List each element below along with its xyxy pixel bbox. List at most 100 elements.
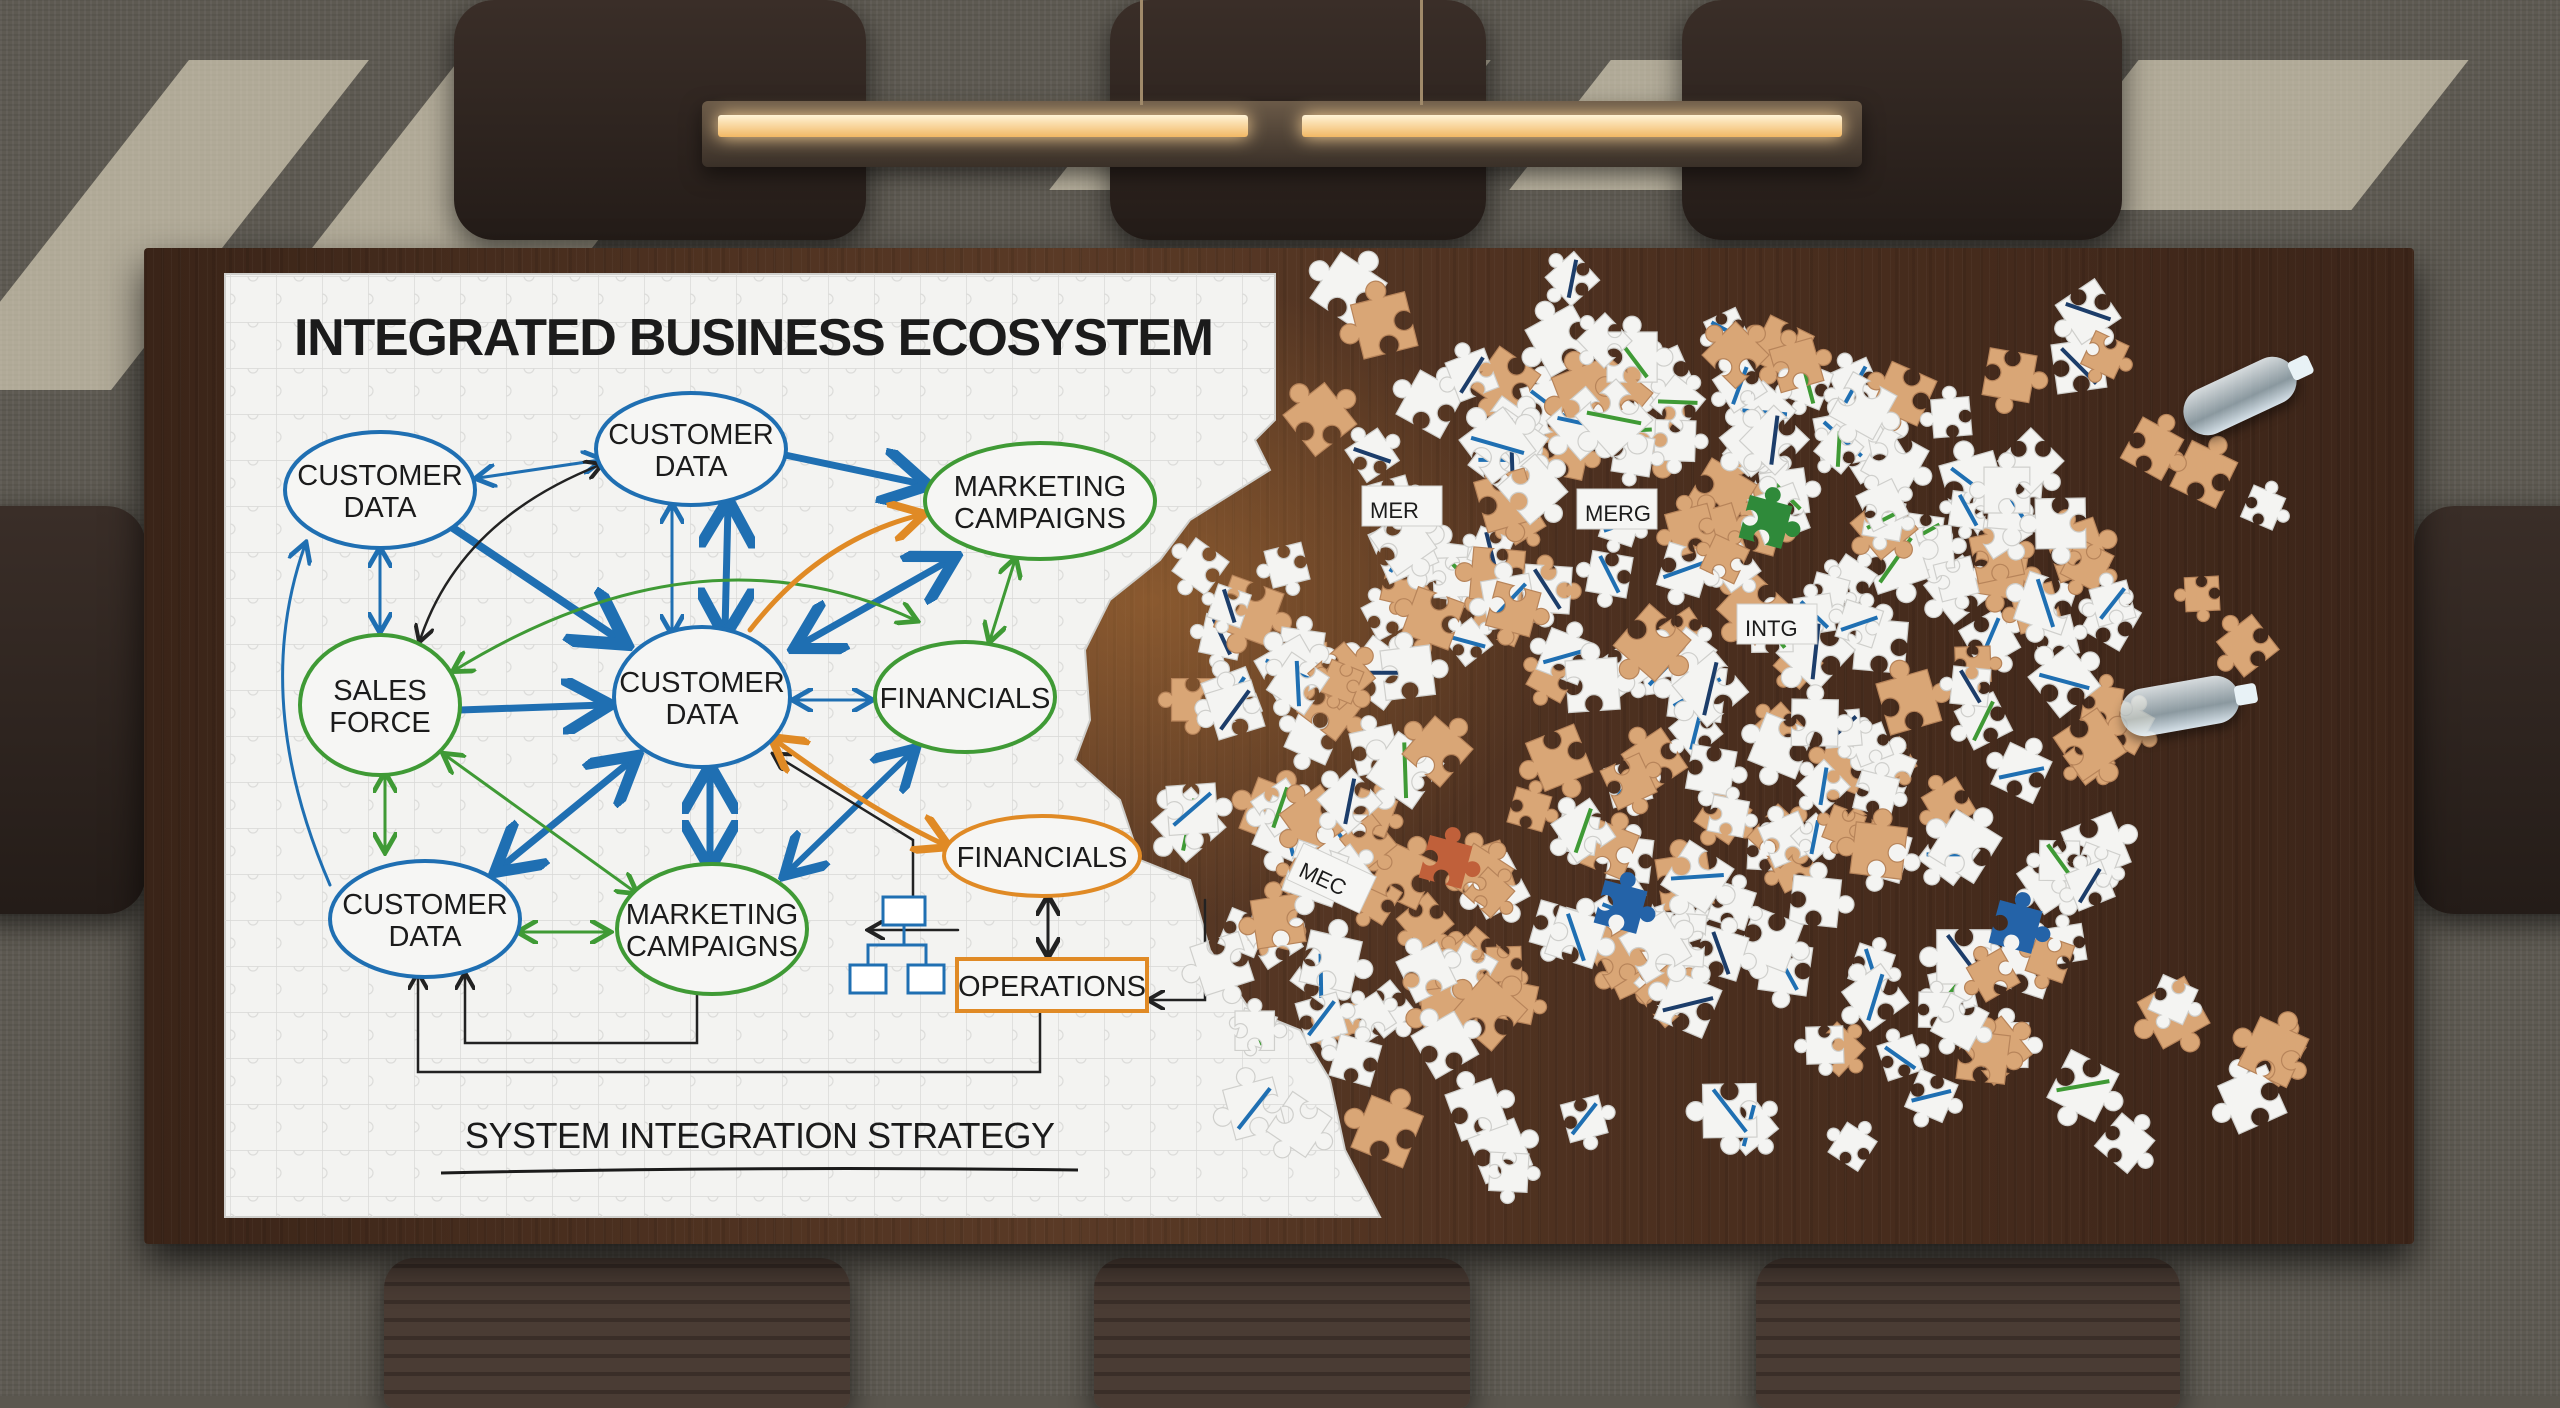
puzzle-piece	[1903, 1068, 1963, 1128]
puzzle-piece	[1706, 786, 1758, 839]
puzzle-piece	[1794, 1025, 1845, 1076]
puzzle-piece	[1599, 752, 1662, 815]
puzzle-piece	[1294, 991, 1356, 1053]
connector-arrow	[990, 560, 1015, 640]
puzzle-piece	[1939, 665, 1992, 718]
puzzle-piece	[2147, 973, 2203, 1029]
puzzle-piece	[1685, 1082, 1758, 1155]
node-ellipse	[594, 391, 788, 507]
puzzle-piece-labelled: MERG	[1576, 488, 1658, 530]
puzzle-piece-coloured	[1593, 872, 1656, 934]
puzzle-piece	[1395, 937, 1462, 1004]
puzzle-piece	[1828, 592, 1885, 649]
node-label: FINANCIALS	[880, 683, 1051, 715]
puzzle-piece	[1788, 861, 1855, 929]
puzzle-piece	[1265, 651, 1331, 717]
node-ellipse	[873, 640, 1057, 754]
lamp-wire	[1140, 0, 1143, 105]
puzzle-piece	[1684, 743, 1748, 807]
puzzle-piece	[1298, 918, 1374, 994]
puzzle-piece	[1196, 671, 1266, 741]
puzzle-piece	[1410, 1008, 1482, 1080]
puzzle-piece	[1314, 658, 1365, 709]
node-ellipse	[612, 625, 792, 769]
board-title: INTEGRATED BUSINESS ECOSYSTEM	[294, 309, 1214, 367]
piece-label: MERG	[1585, 501, 1651, 526]
puzzle-piece	[1344, 427, 1401, 484]
connector-arrow	[445, 755, 635, 892]
puzzle-piece	[1316, 767, 1384, 835]
puzzle-piece	[1738, 404, 1811, 476]
node-label: MARKETING	[954, 471, 1126, 503]
puzzle-piece	[2005, 570, 2079, 643]
node-label: CAMPAIGNS	[954, 503, 1126, 535]
node-label: SALES	[333, 675, 427, 707]
puzzle-piece	[1919, 385, 1973, 439]
connector-arrow	[781, 455, 922, 484]
chair-left	[0, 506, 146, 914]
chair-bottom-center	[1094, 1258, 1470, 1408]
puzzle-piece	[1543, 897, 1616, 970]
puzzle-piece	[1875, 659, 1952, 736]
puzzle-piece	[1518, 723, 1594, 798]
puzzle-piece	[1826, 1120, 1878, 1173]
puzzle-piece	[1768, 329, 1833, 394]
node-label: DATA	[665, 699, 739, 731]
node-label: CUSTOMER	[342, 889, 507, 921]
puzzle-piece	[1321, 1026, 1383, 1088]
node-label: DATA	[654, 451, 728, 483]
puzzle-piece	[2239, 480, 2290, 531]
lamp-wire	[1420, 0, 1423, 105]
diagram-connectors	[281, 455, 1207, 1074]
puzzle-piece	[1564, 642, 1636, 714]
puzzle-piece	[2119, 413, 2187, 482]
puzzle-piece	[2059, 855, 2116, 912]
puzzle-piece	[1981, 347, 2049, 414]
puzzle-piece	[1963, 945, 2021, 1003]
puzzle-piece-labelled: INTG	[1736, 603, 1818, 645]
puzzle-piece	[2093, 1112, 2156, 1175]
puzzle-piece	[1647, 964, 1723, 1040]
puzzle-piece	[1855, 474, 1913, 533]
puzzle-piece	[1696, 530, 1751, 585]
connector-arrow	[1150, 898, 1207, 1000]
puzzle-piece	[1836, 808, 1909, 880]
piece-label: INTG	[1745, 616, 1798, 641]
node-fin-o: FINANCIALS	[942, 814, 1142, 898]
puzzle-piece	[1840, 962, 1910, 1032]
puzzle-piece	[1790, 684, 1854, 747]
puzzle-piece	[1506, 780, 1559, 833]
puzzle-piece	[2215, 613, 2280, 678]
puzzle-piece	[2046, 1048, 2124, 1127]
puzzle-piece	[1969, 452, 2031, 514]
puzzle-piece	[2232, 1011, 2310, 1089]
ceiling-lamp	[702, 101, 1862, 167]
puzzle-piece	[1559, 1094, 1616, 1151]
puzzle-piece	[1339, 280, 1419, 360]
node-ellipse	[923, 441, 1157, 561]
puzzle-piece-coloured	[1988, 892, 2051, 954]
puzzle-piece	[1655, 541, 1720, 606]
puzzle-piece	[1265, 1090, 1334, 1159]
puzzle-piece	[1165, 782, 1233, 850]
puzzle-piece	[1343, 1088, 1425, 1169]
node-label: DATA	[388, 921, 462, 953]
connector-arrow	[725, 506, 728, 630]
puzzle-piece	[1256, 541, 1311, 596]
connector-arrow	[281, 545, 332, 887]
puzzle-piece	[1484, 580, 1550, 646]
node-ellipse	[283, 430, 477, 550]
puzzle-piece	[1939, 489, 1989, 540]
puzzle-piece	[1574, 378, 1654, 458]
connector-arrow	[456, 705, 604, 710]
node-box	[955, 957, 1149, 1013]
chair-bottom-left	[384, 1258, 850, 1408]
connector-arrow	[455, 578, 915, 670]
node-label: DATA	[343, 492, 417, 524]
puzzle-piece	[1986, 737, 2053, 805]
puzzle-piece	[1795, 758, 1852, 814]
